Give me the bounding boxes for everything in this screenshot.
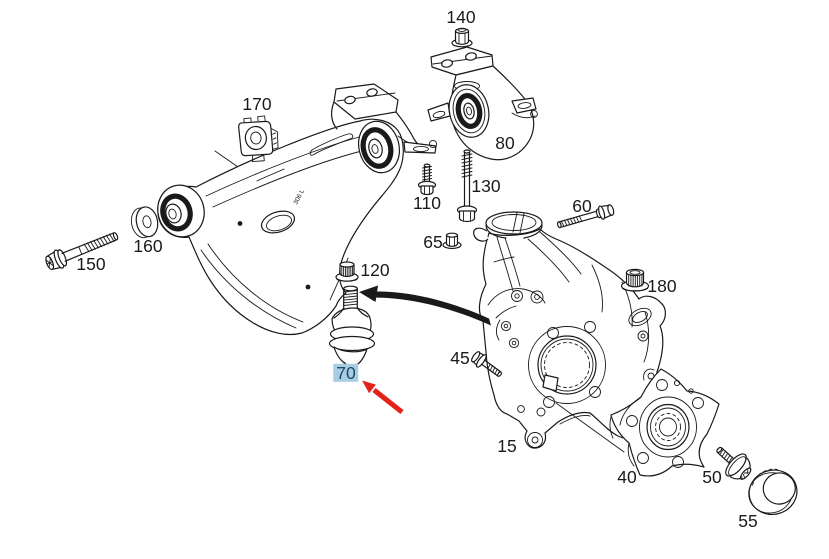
cap-55-drawing (748, 468, 798, 515)
part-label-170[interactable]: 170 (242, 93, 272, 114)
eccentric-plate-170-drawing (238, 115, 279, 162)
part-label-45[interactable]: 45 (450, 347, 470, 368)
part-label-120[interactable]: 120 (360, 259, 390, 280)
nut-65-drawing (442, 232, 462, 250)
part-label-65[interactable]: 65 (423, 231, 443, 252)
hub-leader-line (555, 402, 625, 453)
bolt-130-drawing (456, 149, 478, 223)
part-label-180[interactable]: 180 (647, 275, 677, 296)
wheel-hub-drawing (609, 368, 720, 477)
bolt-150-drawing (45, 232, 119, 271)
front-bushing (358, 120, 400, 174)
part-label-130[interactable]: 130 (471, 175, 501, 196)
part-label-150[interactable]: 150 (76, 253, 106, 274)
part-label-160[interactable]: 160 (133, 235, 163, 256)
rear-bushing (157, 184, 205, 238)
part-label-55[interactable]: 55 (738, 510, 758, 531)
ball-joint-drawing (328, 285, 376, 368)
part-label-80[interactable]: 80 (495, 132, 515, 153)
bolt-60-drawing (556, 204, 615, 229)
part-label-110[interactable]: 110 (413, 192, 441, 213)
nut-120-drawing (335, 261, 359, 282)
installation-arrow (359, 285, 491, 326)
part-label-15[interactable]: 15 (497, 435, 517, 456)
steering-knuckle-drawing (473, 211, 666, 449)
bushing-bracket-80-drawing (427, 46, 538, 161)
arm-bracket (331, 83, 438, 154)
screw-50-drawing (716, 446, 752, 480)
part-label-40[interactable]: 40 (617, 466, 637, 487)
bolt-110-drawing (417, 163, 437, 196)
part-label-140[interactable]: 140 (446, 6, 476, 27)
part-label-70[interactable]: 70 (333, 363, 359, 382)
washer-160-drawing (130, 206, 159, 239)
part-label-60[interactable]: 60 (572, 195, 592, 216)
bolt-45-drawing (471, 351, 502, 377)
part-label-50[interactable]: 50 (702, 466, 722, 487)
nut-180-drawing (620, 268, 650, 292)
red-selection-arrow (362, 380, 404, 414)
control-arm-drawing: 306 L (157, 83, 438, 335)
locknut-140-drawing (451, 27, 473, 48)
